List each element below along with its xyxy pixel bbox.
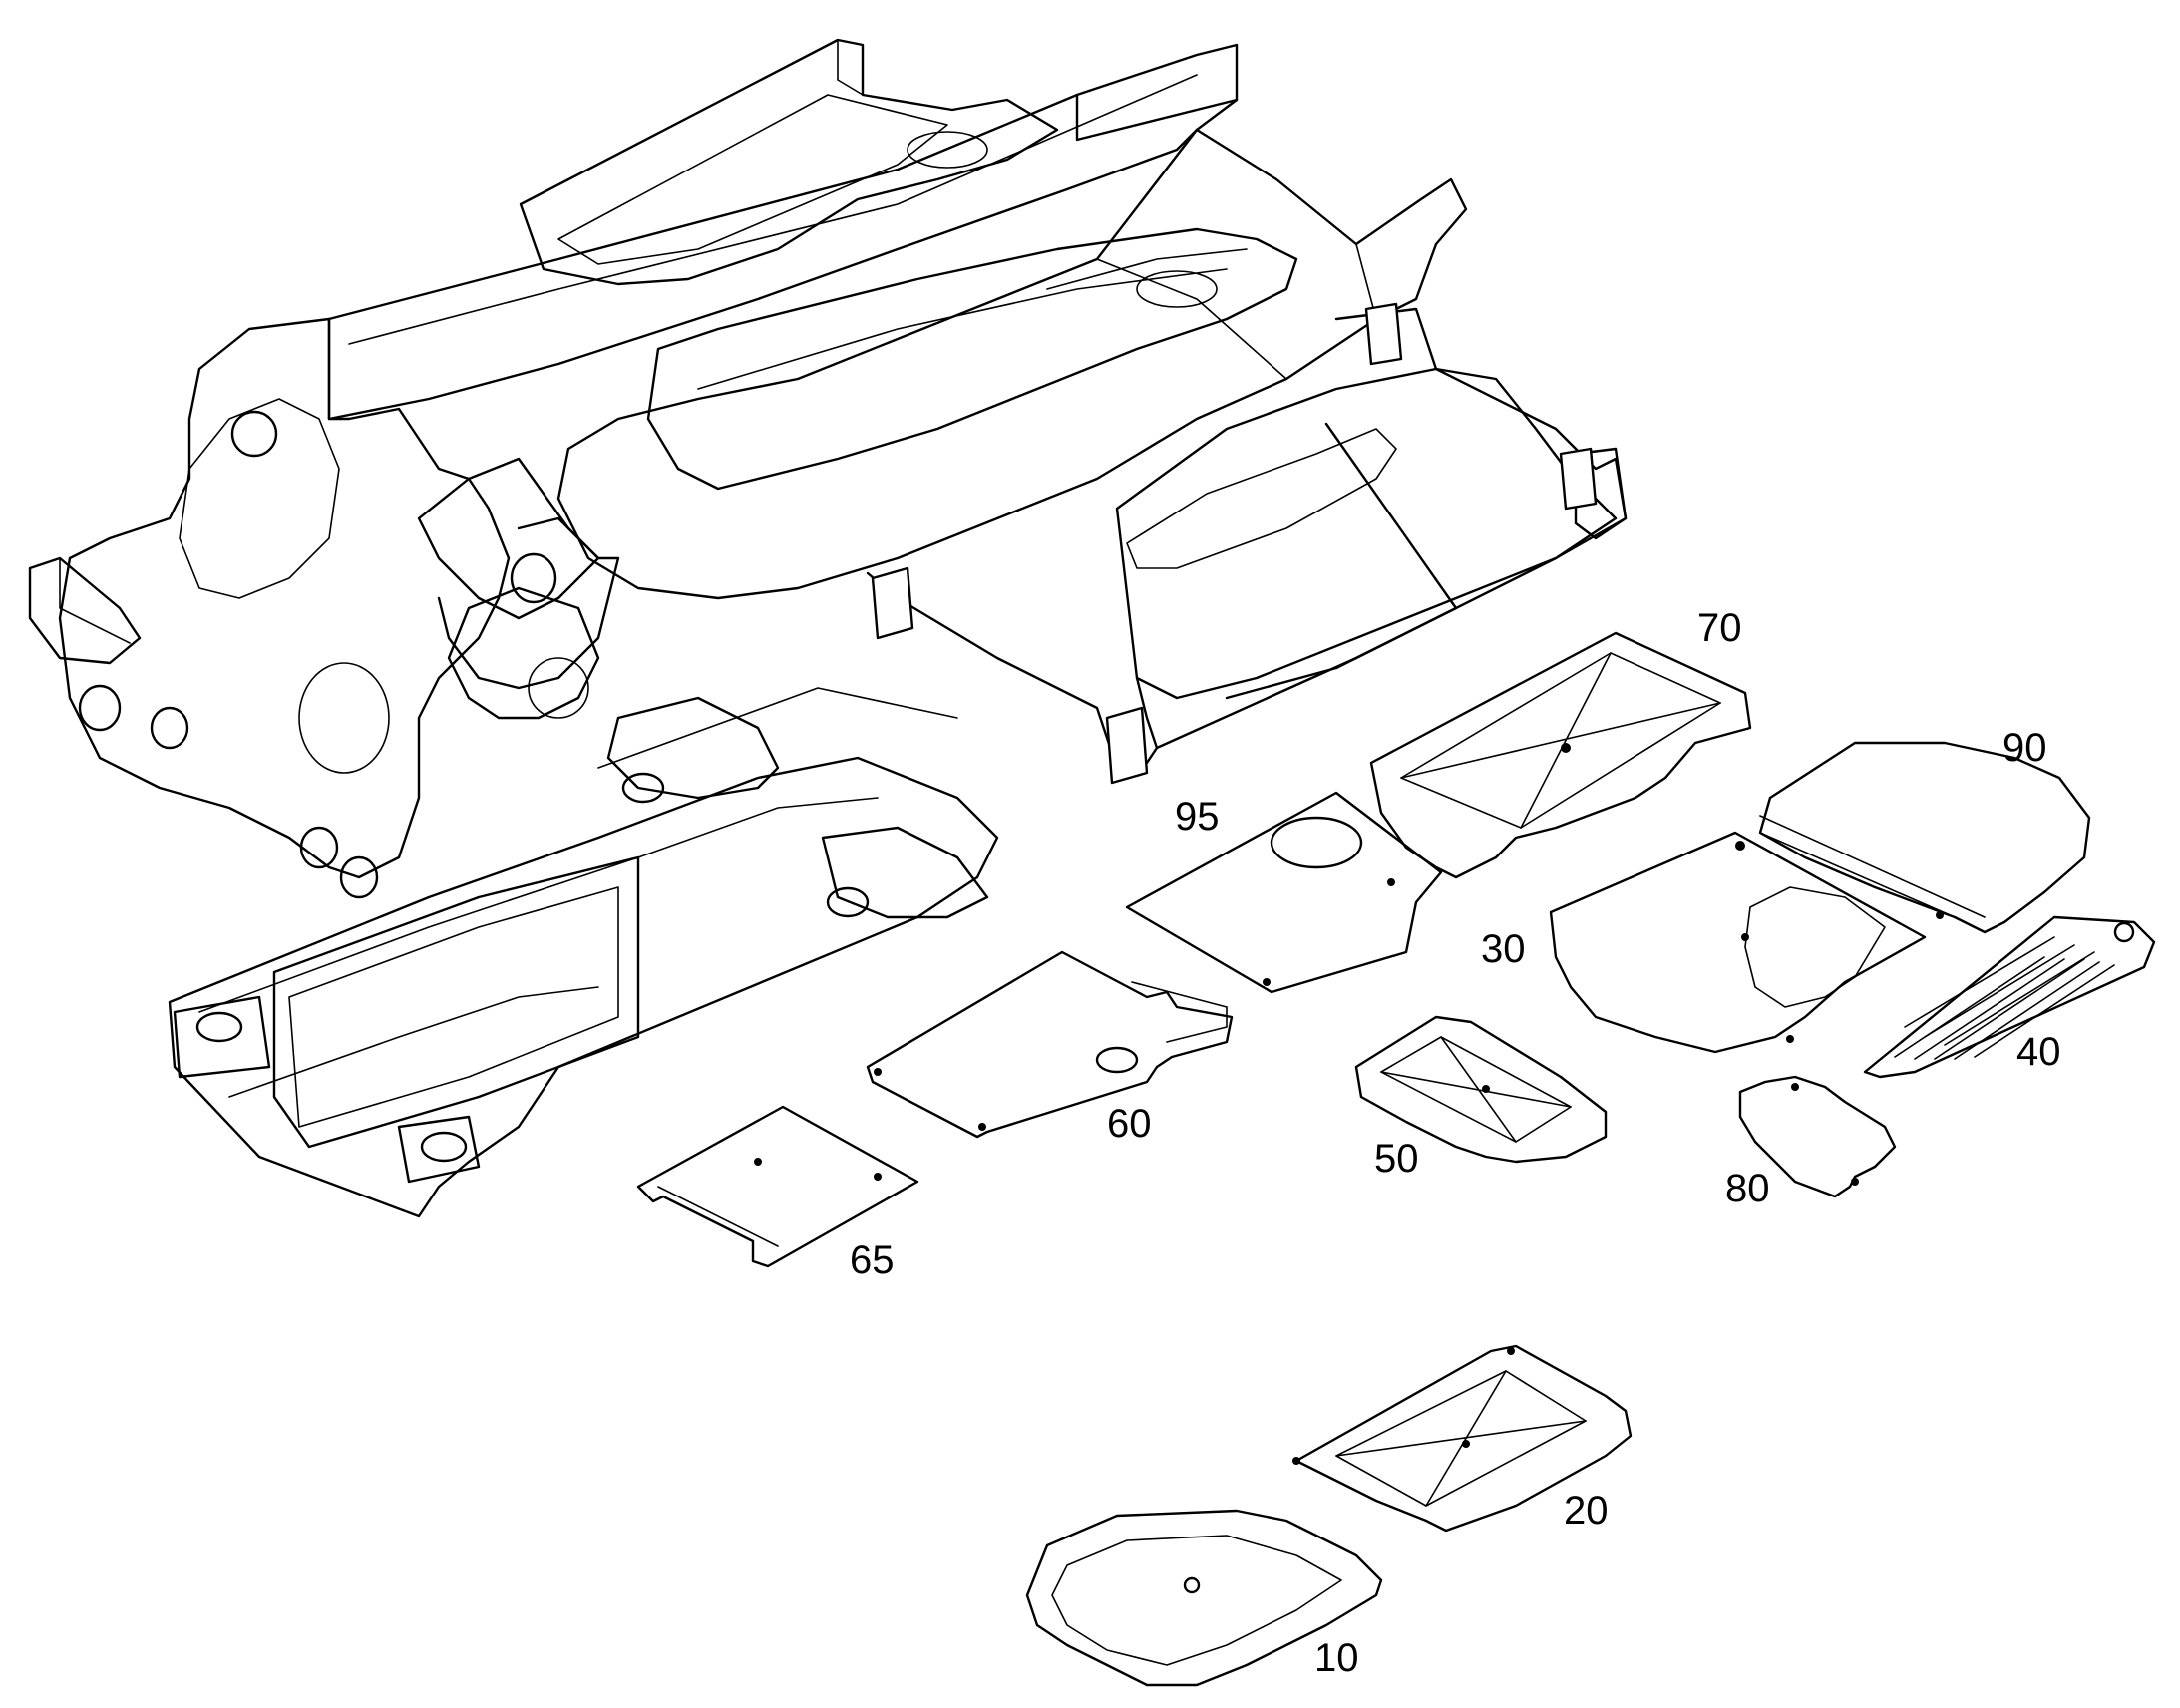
callout-30: 30	[1481, 927, 1526, 971]
callout-90: 90	[2002, 726, 2047, 770]
callout-20: 20	[1564, 1489, 1609, 1533]
callout-95: 95	[1175, 795, 1220, 839]
callout-70: 70	[1697, 606, 1742, 650]
main-frame	[28, 38, 1628, 1218]
callout-10: 10	[1314, 1636, 1359, 1680]
part-95-plate	[1125, 791, 1443, 994]
callout-65: 65	[850, 1238, 895, 1282]
part-20-cover	[1292, 1344, 1633, 1533]
callout-40: 40	[2016, 1030, 2061, 1074]
part-90-cover-plate	[1758, 741, 2091, 934]
part-10-cover-tray	[1025, 1509, 1383, 1687]
callout-labels: 70 90 95 30 40 60 50 80 65 20 10	[850, 606, 2061, 1680]
part-40-grille	[1863, 915, 2156, 1079]
part-80-bracket	[1738, 1075, 1897, 1198]
part-60-plate	[866, 950, 1234, 1139]
part-30-large-cover	[1549, 831, 1927, 1054]
part-50-cover	[1354, 1015, 1608, 1164]
part-65-plate	[636, 1105, 919, 1268]
part-70-cover-plate	[1369, 631, 1752, 879]
callout-60: 60	[1107, 1102, 1152, 1146]
callout-80: 80	[1725, 1167, 1770, 1210]
callout-50: 50	[1374, 1137, 1419, 1181]
